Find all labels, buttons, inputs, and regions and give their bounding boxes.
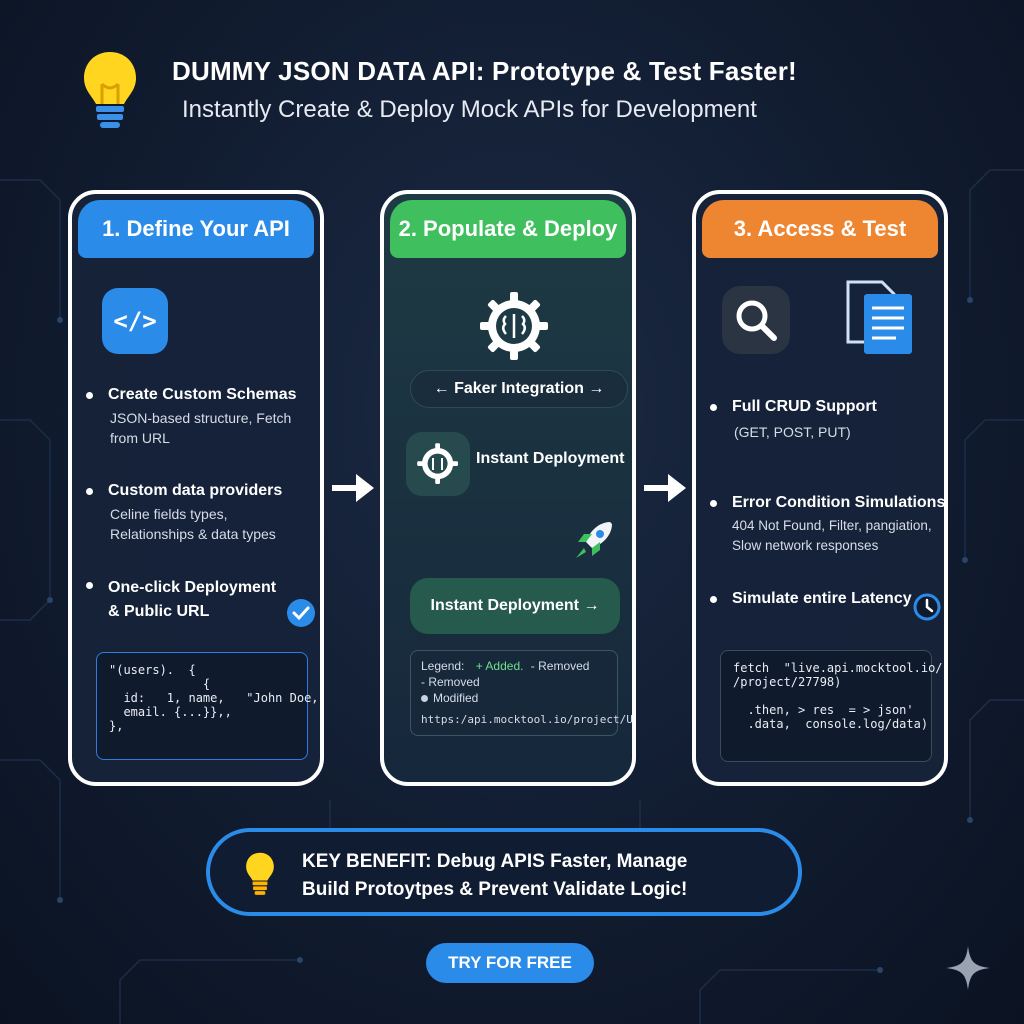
card-access-test: 3. Access & Test Full CRUD Support (GET,… [692,190,948,786]
card-define-api: 1. Define Your API </> Create Custom Sch… [68,190,324,786]
key-benefit-banner: KEY BENEFIT: Debug APIS Faster, Manage B… [206,828,802,916]
legend-row: Legend: + Added. - Removed [421,659,589,673]
header: DUMMY JSON DATA API: Prototype & Test Fa… [80,48,960,138]
legend-url: https:/api.mocktool.io/project/URL [421,713,636,726]
item-title: Simulate entire Latency [732,590,912,607]
item-title: Create Custom Schemas [108,386,297,403]
code-text: fetch "live.api.mocktool.io/ /project/27… [733,661,943,731]
list-item: Simulate entire Latency [710,590,912,608]
card-heading: 1. Define Your API [78,200,314,258]
legend-removed: - Removed [530,659,590,673]
bullet-dot [710,500,717,507]
item-title: Full CRUD Support [732,398,877,415]
sparkle-icon [946,946,990,990]
instant-deployment-label: Instant Deployment [476,450,625,467]
faker-label-text: ← Faker Integration → [433,380,605,397]
instant-deployment-button[interactable]: Instant Deployment → [410,578,620,634]
arrow-right-icon [644,474,686,502]
lightbulb-icon [246,852,274,895]
try-for-free-button[interactable]: TRY FOR FREE [426,943,594,983]
code-snippet: "(users). { { id: 1, name, "John Doe, em… [96,652,319,760]
item-detail: Celine fields types, Relationships & dat… [110,506,276,542]
code-text: "(users). { { id: 1, name, "John Doe, em… [109,663,319,733]
cta-label: TRY FOR FREE [448,953,572,972]
legend-modified-row: Modified [421,691,478,705]
brain-gear-icon [406,432,470,496]
bullet-dot [86,582,93,589]
legend-added: + Added. [475,659,524,673]
page-subtitle: Instantly Create & Deploy Mock APIs for … [182,96,757,123]
item-detail: JSON-based structure, Fetch from URL [110,410,292,446]
checkmark-icon [287,599,315,627]
item-detail: 404 Not Found, Filter, pangiation, Slow … [732,518,932,553]
item-title: Error Condition Simulations [732,494,946,511]
list-item: Error Condition Simulations [710,494,946,512]
item-title: One-click Deployment & Public URL [108,579,277,620]
bullet-dot [710,404,717,411]
modified-dot [421,695,428,702]
bullet-dot [86,488,93,495]
legend-label: Legend: [421,659,465,673]
legend-removed-row: - Removed [421,675,480,689]
benefit-text: KEY BENEFIT: Debug APIS Faster, Manage B… [302,851,688,900]
lightbulb-icon [84,52,136,128]
code-icon: </> [102,288,168,354]
arrow-right-icon [332,474,374,502]
clock-icon [913,593,941,621]
list-item: Custom data providers [86,482,283,500]
document-icon [846,280,912,354]
faker-integration-label: ← Faker Integration → [410,370,628,408]
search-icon[interactable] [722,286,790,354]
page-title: DUMMY JSON DATA API: Prototype & Test Fa… [172,56,797,86]
card-populate-deploy: 2. Populate & Deploy ← Faker Integration… [380,190,636,786]
list-item: One-click Deployment & Public URL [86,576,277,624]
card-heading: 3. Access & Test [702,200,938,258]
item-detail: (GET, POST, PUT) [734,424,851,440]
code-snippet: fetch "live.api.mocktool.io/ /project/27… [720,650,943,762]
rocket-icon [576,522,612,558]
bullet-dot [710,596,717,603]
list-item: Full CRUD Support [710,398,877,416]
item-title: Custom data providers [108,482,283,499]
card-heading: 2. Populate & Deploy [390,200,626,258]
brain-gear-icon [480,292,548,360]
legend-box: Legend: + Added. - Removed - Removed Mod… [410,650,632,736]
bullet-dot [86,392,93,399]
list-item: Create Custom Schemas [86,386,297,404]
legend-modified: Modified [433,691,479,705]
deploy-button-label: Instant Deployment → [430,597,600,614]
